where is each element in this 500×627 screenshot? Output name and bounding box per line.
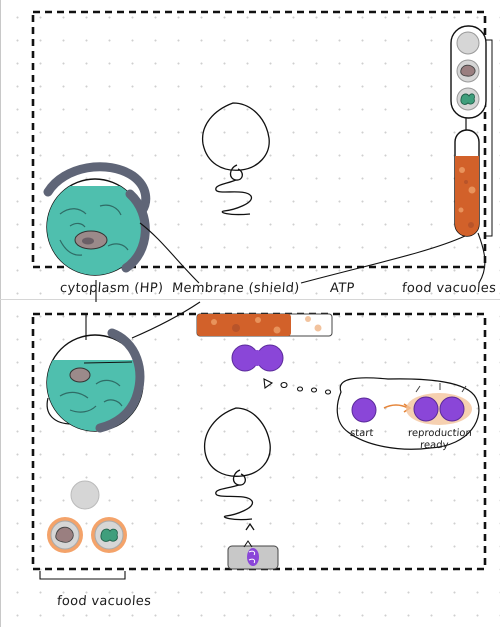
label-membrane: Membrane (shield) xyxy=(171,281,301,296)
thought-trail xyxy=(263,378,332,395)
top-panel-frame xyxy=(31,10,487,269)
label-start: start xyxy=(349,428,374,439)
label-reproduction: reproduction xyxy=(407,428,473,439)
label-food-vacuoles-bottom: food vacuoles xyxy=(56,594,152,609)
bottom-panel-frame xyxy=(31,312,487,571)
atp-tube-top xyxy=(454,118,480,237)
food-vacuoles-bottom xyxy=(39,480,127,580)
cell-diagram-top xyxy=(43,162,151,276)
leader-line-membrane xyxy=(131,301,201,339)
label-ready: ready xyxy=(419,440,449,451)
nucleus-pair xyxy=(231,344,284,372)
atp-card xyxy=(227,540,279,570)
reproduction-bubble xyxy=(336,377,480,450)
page-edge xyxy=(0,0,1,627)
atp-bar xyxy=(196,313,333,337)
label-food-vacuoles-top: food vacuoles xyxy=(401,281,497,296)
label-atp: ATP xyxy=(329,281,356,296)
cell-diagram-bottom xyxy=(46,328,145,433)
leader-lines xyxy=(95,222,486,302)
page-break xyxy=(0,299,500,300)
player-blob-bottom xyxy=(204,407,271,531)
label-cytoplasm: cytoplasm (HP) xyxy=(59,281,164,296)
player-blob-top xyxy=(201,102,270,216)
vacuole-stack-top xyxy=(450,25,493,237)
